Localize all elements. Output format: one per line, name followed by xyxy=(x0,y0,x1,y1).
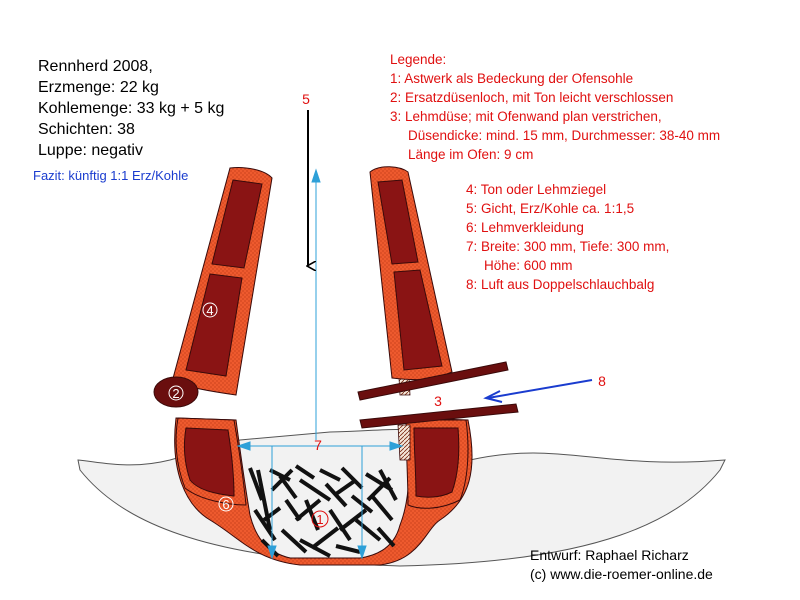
replacement-nozzle-hole xyxy=(153,376,199,408)
info-ore-amount: Erzmenge: 22 kg xyxy=(38,79,159,96)
legend-item-4: 4: Ton oder Lehmziegel xyxy=(466,182,607,197)
badge-1-circle xyxy=(311,510,329,528)
legend-item-8: 8: Luft aus Doppelschlauchbalg xyxy=(466,277,655,292)
air-arrow xyxy=(483,379,593,403)
conclusion: Fazit: künftig 1:1 Erz/Kohle xyxy=(33,168,189,183)
legend-item-3: 3: Lehmdüse; mit Ofenwand plan verstrich… xyxy=(390,109,662,124)
branch-wood xyxy=(248,464,398,558)
info-bloom: Luppe: negativ xyxy=(38,142,143,159)
legend-item-2: 2: Ersatzdüsenloch, mit Ton leicht versc… xyxy=(390,90,674,105)
label-5: 5 xyxy=(302,91,310,107)
legend-item-3-detail: Düsendicke: mind. 15 mm, Durchmesser: 38… xyxy=(408,128,721,143)
label-3: 3 xyxy=(434,393,442,409)
legend-continued: 4: Ton oder Lehmziegel 5: Gicht, Erz/Koh… xyxy=(466,180,669,294)
legend-heading: Legende: xyxy=(390,52,447,67)
badge-2-circle xyxy=(168,385,184,401)
left-lower-brick xyxy=(183,427,235,497)
label-4: 4 xyxy=(206,303,213,318)
info-coal-amount: Kohlemenge: 33 kg + 5 kg xyxy=(38,100,225,117)
legend-item-7: 7: Breite: 300 mm, Tiefe: 300 mm, xyxy=(466,239,670,254)
left-upper-brick-bottom xyxy=(185,273,243,377)
legend-item-3-length: Länge im Ofen: 9 cm xyxy=(408,147,534,162)
legend-item-7-height: Höhe: 600 mm xyxy=(484,258,573,273)
experiment-info: Rennherd 2008, Erzmenge: 22 kg Kohlemeng… xyxy=(38,56,224,161)
label-2: 2 xyxy=(172,386,179,401)
clay-lining xyxy=(174,417,473,566)
info-title: Rennherd 2008, xyxy=(38,58,153,75)
legend-item-5: 5: Gicht, Erz/Kohle ca. 1:1,5 xyxy=(466,201,635,216)
credits-author: Entwurf: Raphael Richarz xyxy=(530,547,689,563)
right-lower-brick xyxy=(413,427,460,498)
badge-6-circle xyxy=(218,496,234,512)
right-upper-brick-top xyxy=(377,179,419,265)
label-1: 1 xyxy=(316,512,323,527)
label-6: 6 xyxy=(222,497,229,512)
label-7: 7 xyxy=(314,437,322,453)
legend: Legende: 1: Astwerk als Bedeckung der Of… xyxy=(390,50,720,164)
badge-4-circle xyxy=(202,302,218,318)
nozzle-upper-bar xyxy=(357,361,509,401)
info-layers: Schichten: 38 xyxy=(38,121,135,138)
right-upper-brick-bottom xyxy=(393,269,443,371)
label-8: 8 xyxy=(598,373,606,389)
credits-copyright: (c) www.die-roemer-online.de xyxy=(530,566,713,582)
legend-item-6: 6: Lehmverkleidung xyxy=(466,220,584,235)
nozzle-lower-bar xyxy=(359,403,519,429)
credits: Entwurf: Raphael Richarz (c) www.die-roe… xyxy=(530,546,713,584)
left-upper-brick-top xyxy=(211,179,263,269)
legend-item-1: 1: Astwerk als Bedeckung der Ofensohle xyxy=(390,71,634,86)
dimension-lines xyxy=(236,168,404,560)
